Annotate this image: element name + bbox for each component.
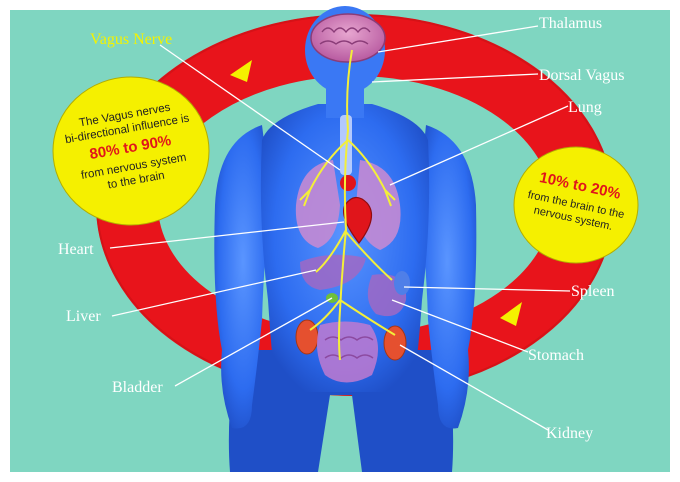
label-thalamus: Thalamus xyxy=(539,15,602,32)
info-bubble-right: 10% to 20% from the brain to the nervous… xyxy=(514,147,638,263)
spleen-icon xyxy=(394,271,410,295)
info-bubble-left: The Vagus nerves bi-directional influenc… xyxy=(53,77,209,225)
label-stomach: Stomach xyxy=(528,347,584,364)
label-bladder: Bladder xyxy=(112,379,163,396)
label-vagus-nerve: Vagus Nerve xyxy=(90,31,172,48)
brain-icon xyxy=(311,14,385,62)
label-heart: Heart xyxy=(58,241,94,258)
label-lung: Lung xyxy=(568,99,602,116)
label-dorsal-vagus: Dorsal Vagus xyxy=(539,67,624,84)
label-kidney: Kidney xyxy=(546,425,593,442)
label-spleen: Spleen xyxy=(571,283,615,300)
intestines-icon xyxy=(317,322,378,383)
kidney-icon xyxy=(296,320,318,354)
label-liver: Liver xyxy=(66,308,101,325)
